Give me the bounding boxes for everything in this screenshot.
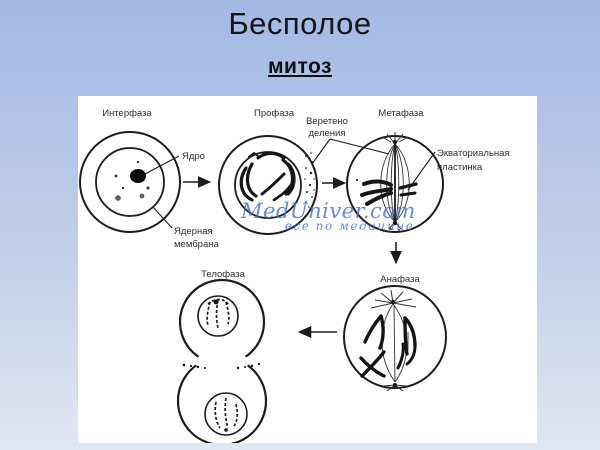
spindle-stipple [304,152,316,208]
mitosis-diagram: Интерфаза Ядро Ядерная мембрана [79,108,510,443]
nucleus-top [197,295,239,337]
slide-subtitle: митоз [268,55,332,78]
spindle-pole-top [390,299,396,305]
cell-membrane [218,135,318,235]
anaphase-cell [343,285,447,392]
slide-title: Бесполое [228,6,372,41]
label-nucleus: Ядро [182,151,205,162]
chromatin-top [206,298,230,329]
telophase-cell [176,278,268,443]
cell-membrane [79,131,181,233]
prophase-cell [218,135,318,235]
label-prophase: Профаза [254,108,295,119]
spindle-pole-top [392,139,398,145]
interphase-cell [79,131,181,233]
label-anaphase: Анафаза [380,274,420,285]
label-equatorial-1: Экваториальная [437,148,510,159]
nucleolus [130,169,146,183]
cell-membrane [343,285,447,389]
diagram-panel: Интерфаза Ядро Ядерная мембрана [78,96,537,443]
spindle-pole-bottom [393,383,397,387]
cleavage-furrow-dots [182,362,261,370]
label-nuclear-membrane-2: мембрана [174,239,219,250]
leader-nuclear-membrane [152,206,173,229]
label-spindle-1: Веретено [306,116,348,127]
nucleus-bottom [204,392,248,436]
leader-equatorial-plate [407,151,436,191]
spindle-pole-bottom [392,220,398,226]
watermark-line1: MedUniver.com [240,199,416,223]
chromatin-bottom [214,397,239,429]
metaphase-cell [346,132,444,233]
leader-nucleus [144,155,180,175]
label-spindle-2: деления [308,128,345,139]
label-telophase: Телофаза [201,269,246,280]
label-interphase: Интерфаза [102,108,152,119]
leader-spindle-left [311,138,331,165]
watermark-line2: все по медицине [285,219,414,233]
leader-spindle-right [329,138,390,155]
nucleus-circle [95,147,165,217]
label-nuclear-membrane-1: Ядерная [174,226,213,237]
label-metaphase: Метафаза [378,108,424,119]
nucleus-circle [234,151,302,219]
label-equatorial-2: пластинка [437,162,483,173]
